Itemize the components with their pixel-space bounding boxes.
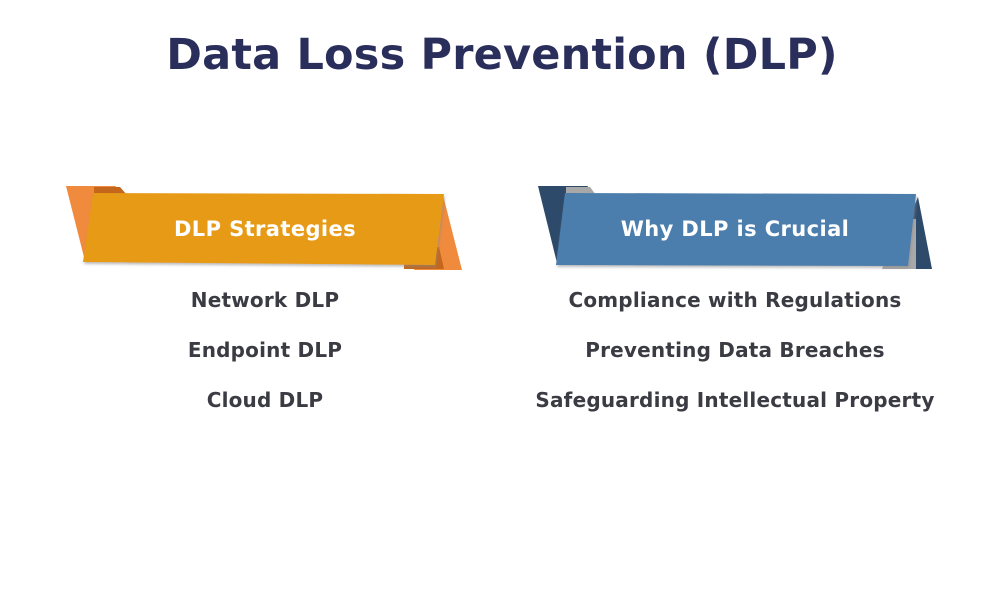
list-item-preventing-breaches: Preventing Data Breaches xyxy=(585,338,885,362)
list-item-endpoint-dlp: Endpoint DLP xyxy=(187,338,343,362)
ribbon-orange-graphic xyxy=(66,186,462,270)
why-dlp-list: Compliance with Regulations Preventing D… xyxy=(530,289,940,412)
section-dlp-strategies: DLP Strategies Network DLP Endpoint DLP … xyxy=(60,183,470,412)
list-item-cloud-dlp: Cloud DLP xyxy=(206,388,324,412)
ribbon-title-why-dlp-is-crucial: Why DLP is Crucial xyxy=(620,217,850,241)
ribbon-banner-blue: Why DLP is Crucial xyxy=(530,183,940,273)
dlp-strategies-list: Network DLP Endpoint DLP Cloud DLP xyxy=(60,289,470,412)
ribbon-front-panel xyxy=(556,193,916,266)
ribbon-fold-top-left xyxy=(94,187,127,195)
ribbon-banner-orange: DLP Strategies xyxy=(60,183,470,273)
page-title: Data Loss Prevention (DLP) xyxy=(166,30,838,80)
ribbon-blue-graphic xyxy=(538,186,932,269)
ribbon-title-dlp-strategies: DLP Strategies xyxy=(173,217,357,241)
list-item-safeguarding-ip: Safeguarding Intellectual Property xyxy=(535,388,935,412)
section-why-dlp-is-crucial: Why DLP is Crucial Compliance with Regul… xyxy=(530,183,940,412)
list-item-compliance: Compliance with Regulations xyxy=(568,288,902,312)
ribbon-fold-top-left xyxy=(566,187,596,195)
list-item-network-dlp: Network DLP xyxy=(190,288,340,312)
ribbon-front-panel xyxy=(83,193,444,265)
